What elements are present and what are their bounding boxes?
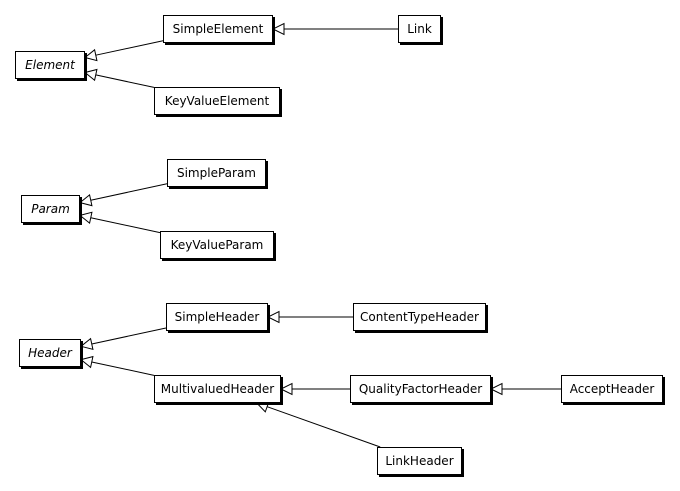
class-simple-header[interactable]: SimpleHeader bbox=[166, 303, 268, 331]
inheritance-line-simpleelement-to-element bbox=[95, 40, 164, 56]
inheritance-line-multivaluedheader-to-header bbox=[91, 361, 155, 376]
generalization-arrowhead-simpleelement-to-element bbox=[83, 48, 98, 62]
class-element[interactable]: Element bbox=[15, 51, 85, 79]
generalization-arrowhead-linkheader-to-multivaluedheader bbox=[255, 400, 270, 413]
class-quality-factor-header[interactable]: QualityFactorHeader bbox=[350, 375, 491, 403]
class-key-value-element[interactable]: KeyValueElement bbox=[154, 87, 280, 115]
generalization-arrowhead-simpleheader-to-header bbox=[79, 337, 94, 351]
class-link-header[interactable]: LinkHeader bbox=[377, 447, 462, 475]
generalization-arrowhead-keyvalueparam-to-param bbox=[78, 211, 93, 224]
class-param[interactable]: Param bbox=[21, 195, 80, 223]
generalization-arrowhead-acceptheader-to-qualityfactorheader bbox=[489, 382, 503, 396]
generalization-arrowhead-qualityfactorheader-to-multivaluedheader bbox=[279, 382, 293, 396]
inheritance-line-simpleheader-to-header bbox=[91, 327, 167, 345]
class-multivalued-header[interactable]: MultivaluedHeader bbox=[154, 375, 281, 403]
inheritance-line-keyvalueelement-to-element bbox=[95, 74, 155, 88]
generalization-arrowhead-simpleparam-to-param bbox=[78, 193, 93, 207]
inheritance-line-keyvalueparam-to-param bbox=[90, 217, 161, 234]
inheritance-line-linkheader-to-multivaluedheader bbox=[266, 406, 381, 448]
generalization-arrowhead-contenttypeheader-to-simpleheader bbox=[266, 310, 280, 324]
class-header[interactable]: Header bbox=[19, 339, 81, 367]
inheritance-line-simpleparam-to-param bbox=[90, 183, 168, 201]
class-simple-param[interactable]: SimpleParam bbox=[167, 159, 266, 187]
class-link[interactable]: Link bbox=[398, 15, 441, 43]
generalization-arrowhead-keyvalueelement-to-element bbox=[83, 68, 98, 82]
class-key-value-param[interactable]: KeyValueParam bbox=[160, 231, 274, 259]
class-simple-element[interactable]: SimpleElement bbox=[163, 15, 273, 43]
generalization-arrowhead-link-to-simpleelement bbox=[271, 22, 285, 36]
class-accept-header[interactable]: AcceptHeader bbox=[561, 375, 663, 403]
class-content-type-header[interactable]: ContentTypeHeader bbox=[353, 303, 486, 331]
generalization-arrowhead-multivaluedheader-to-header bbox=[79, 355, 94, 369]
